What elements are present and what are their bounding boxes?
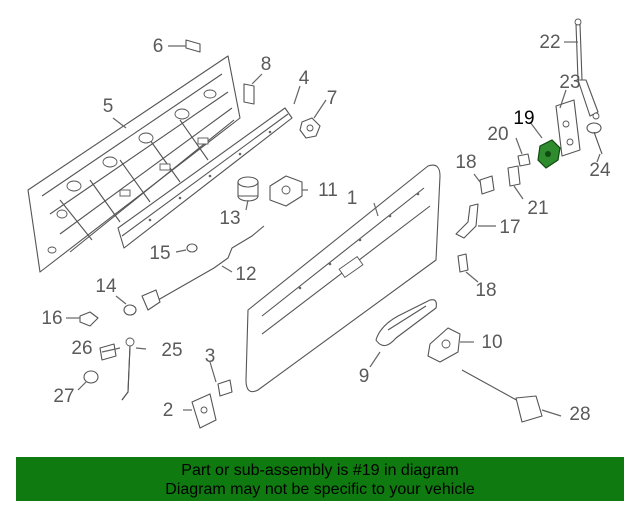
- part-18-upper-bolt[interactable]: [479, 175, 495, 195]
- callout-8: 8: [261, 54, 272, 75]
- callout-27: 27: [53, 386, 74, 407]
- callout-20: 20: [487, 124, 508, 145]
- part-11-hinge-bracket[interactable]: [269, 175, 303, 207]
- callout-18-upper: 18: [455, 152, 476, 173]
- part-25-cable[interactable]: [121, 337, 135, 401]
- callout-14: 14: [95, 276, 117, 297]
- leader-lines: [66, 41, 601, 417]
- callout-24: 24: [589, 160, 611, 181]
- callout-28: 28: [569, 404, 590, 425]
- part-7-nut[interactable]: [299, 117, 321, 139]
- banner-line-2: Diagram may not be specific to your vehi…: [165, 481, 475, 498]
- callout-2: 2: [163, 400, 174, 421]
- part-23-plate[interactable]: [555, 99, 581, 157]
- callout-10: 10: [481, 332, 502, 353]
- part-1-tailgate-outer[interactable]: [245, 164, 441, 393]
- part-10-latch[interactable]: [427, 327, 461, 363]
- callout-3: 3: [205, 346, 216, 367]
- part-21-plate[interactable]: [507, 165, 521, 187]
- callout-4: 4: [299, 68, 310, 89]
- part-26-bolt[interactable]: [99, 343, 117, 361]
- part-15-washer[interactable]: [186, 243, 198, 253]
- callout-19: 19: [513, 108, 534, 129]
- part-20-bolt[interactable]: [517, 153, 531, 167]
- callout-1: 1: [347, 188, 358, 209]
- callout-25: 25: [161, 340, 182, 361]
- part-16-clip[interactable]: [79, 311, 99, 327]
- callout-17: 17: [499, 217, 520, 238]
- callout-18-lower: 18: [475, 280, 496, 301]
- callout-13: 13: [219, 208, 240, 229]
- part-13-bushing[interactable]: [237, 176, 259, 202]
- part-12-cable-rod[interactable]: [157, 225, 265, 301]
- part-3-bolt[interactable]: [217, 379, 233, 397]
- part-4-top-rail[interactable]: [117, 107, 293, 249]
- part-14-clip[interactable]: [123, 289, 161, 316]
- callout-26: 26: [71, 338, 92, 359]
- callout-5: 5: [103, 96, 114, 117]
- callout-21: 21: [527, 198, 548, 219]
- callout-12: 12: [235, 264, 256, 285]
- part-2-hinge[interactable]: [191, 393, 217, 429]
- part-18-lower-bolt[interactable]: [457, 253, 469, 273]
- part-19-bracket-highlighted[interactable]: [537, 139, 561, 169]
- callout-labels: 1 2 3 4 5 6 7 8 9 10 11 12 13 14 15 16 1…: [41, 32, 611, 425]
- callout-22: 22: [539, 32, 560, 53]
- callout-11: 11: [318, 180, 338, 201]
- callout-7: 7: [327, 88, 338, 109]
- part-22-strut[interactable]: [574, 18, 600, 120]
- callout-23: 23: [559, 72, 580, 93]
- part-5-inner-panel[interactable]: [27, 55, 241, 273]
- banner-line-1: Part or sub-assembly is #19 in diagram: [181, 462, 459, 479]
- callout-16: 16: [41, 308, 62, 329]
- callout-6: 6: [153, 36, 164, 57]
- part-17-arm[interactable]: [455, 203, 479, 239]
- part-9-handle[interactable]: [375, 299, 437, 347]
- callout-9: 9: [359, 366, 370, 387]
- part-28-latch-rod[interactable]: [461, 369, 543, 423]
- part-27-grommet[interactable]: [83, 370, 99, 384]
- part-6-bolt[interactable]: [185, 39, 201, 53]
- callout-15: 15: [149, 243, 170, 264]
- part-8-bolt[interactable]: [243, 83, 255, 105]
- parts-diagram: 1 2 3 4 5 6 7 8 9 10 11 12 13 14 15 16 1…: [27, 18, 611, 429]
- part-24-screw[interactable]: [586, 122, 603, 155]
- info-banner: Part or sub-assembly is #19 in diagram D…: [16, 457, 624, 501]
